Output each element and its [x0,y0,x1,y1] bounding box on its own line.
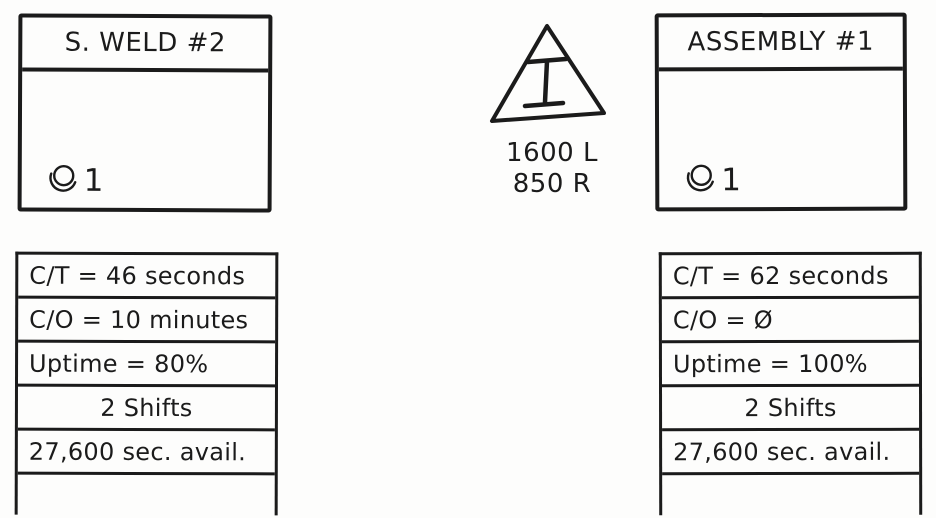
inventory-count-right: 850 R [512,169,592,199]
operator-badge: 1 [46,162,104,199]
data-row-partial [18,475,275,516]
process-body: 1 [22,71,269,208]
data-row-available-time: 27,600 sec. avail. [17,430,275,476]
process-body: 1 [659,71,903,208]
operator-count: 1 [83,162,104,199]
process-title: S. WELD #2 [22,17,269,73]
data-row-cycle-time: C/T = 62 seconds [661,254,919,300]
data-row-shifts: 2 Shifts [662,386,920,432]
operator-count: 1 [721,161,742,198]
data-row-shifts: 2 Shifts [17,386,275,432]
data-row-uptime: Uptime = 100% [661,342,920,388]
data-row-changeover: C/O = Ø [661,298,919,344]
operator-icon [686,164,714,192]
inventory-triangle-I-icon [490,24,606,123]
operator-icon [49,164,77,192]
data-box-s-weld-2: C/T = 46 seconds C/O = 10 minutes Uptime… [14,251,279,516]
process-box-s-weld-2: S. WELD #2 1 [17,13,273,213]
process-title: ASSEMBLY #1 [658,16,903,72]
inventory-count-left: 1600 L [506,138,598,168]
data-row-partial [662,475,919,515]
data-row-available-time: 27,600 sec. avail. [662,430,920,476]
operator-badge: 1 [683,161,742,198]
data-row-uptime: Uptime = 80% [17,342,276,388]
data-row-cycle-time: C/T = 46 seconds [18,254,276,300]
process-box-assembly-1: ASSEMBLY #1 1 [654,12,908,212]
inventory-labels: 1600 L 850 R [476,138,628,200]
data-box-assembly-1: C/T = 62 seconds C/O = Ø Uptime = 100% 2… [658,251,923,516]
data-row-changeover: C/O = 10 minutes [18,298,276,344]
